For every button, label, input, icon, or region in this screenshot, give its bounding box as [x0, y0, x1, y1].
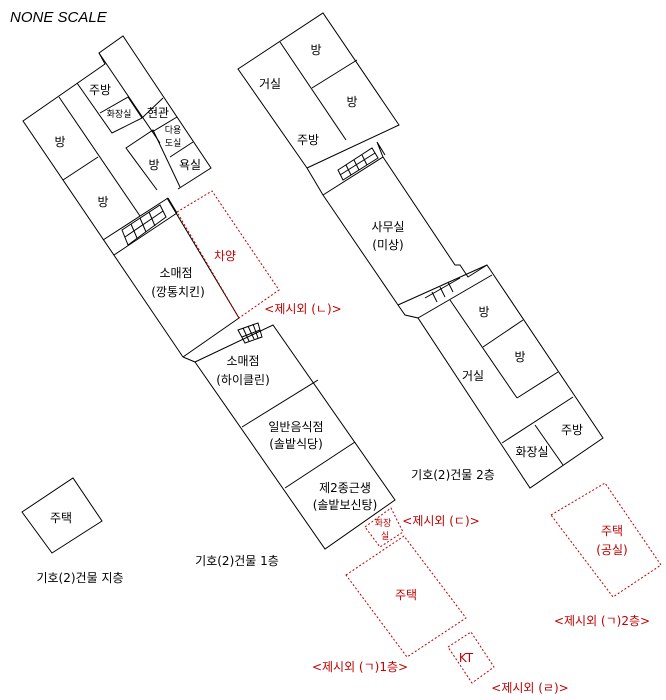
building-1f-walls: [22, 35, 396, 550]
label-office-name: (미상): [372, 238, 403, 252]
excluded-g2-house: [550, 482, 662, 598]
label-room: 방: [514, 350, 525, 364]
label-store-name: (하이클린): [216, 373, 270, 387]
label-excluded-n: <제시외 (ㄴ)>: [264, 302, 341, 316]
basement-house: [21, 477, 103, 554]
caption-1f: 기호(2)건물 1층: [195, 554, 279, 568]
label-toilet: 화장실: [515, 445, 548, 459]
label-excluded-toilet-2: 실: [381, 531, 389, 542]
label-kt: KT: [459, 651, 474, 665]
scale-note: NONE SCALE: [10, 9, 108, 26]
label-living: 거실: [462, 369, 484, 383]
label-awning: 차양: [214, 249, 236, 263]
label-utility-2: 도실: [165, 138, 182, 149]
excluded-d-toilet: [364, 507, 404, 548]
label-excluded-house: 주택: [601, 524, 623, 538]
excluded-kt: [447, 631, 495, 684]
label-excluded-d: <제시외 (ㄷ)>: [402, 514, 479, 528]
caption-2f: 기호(2)건물 2층: [411, 468, 495, 482]
label-restaurant-name: (솔밭식당): [269, 437, 323, 451]
label-living: 거실: [259, 77, 281, 91]
label-kitchen: 주방: [89, 83, 111, 97]
label-store-name: (깡통치킨): [151, 285, 205, 299]
label-kitchen: 주방: [561, 423, 583, 437]
label-room: 방: [97, 195, 108, 209]
stairs: [121, 204, 167, 246]
label-room: 방: [310, 43, 321, 57]
stairs-2: [237, 322, 263, 344]
label-entrance: 현관: [147, 106, 169, 120]
label-room: 방: [478, 305, 489, 319]
label-kitchen: 주방: [297, 133, 319, 147]
awning-outline: [176, 190, 280, 319]
label-excluded-house: 주택: [395, 588, 417, 602]
building-2f-walls: [237, 12, 604, 489]
label-excluded-status: (공실): [596, 543, 627, 557]
label-bath: 욕실: [179, 158, 201, 172]
label-excluded-r: <제시외 (ㄹ)>: [491, 681, 568, 695]
label-office: 사무실: [371, 220, 404, 234]
label-restaurant: 일반음식점: [268, 420, 323, 434]
label-excluded-toilet-1: 화장: [375, 518, 392, 529]
label-store: 소매점: [226, 354, 259, 368]
label-room: 방: [148, 158, 159, 172]
label-toilet: 화장실: [107, 109, 132, 120]
label-excluded-g2: <제시외 (ㄱ)2층>: [554, 614, 650, 628]
label-room: 방: [54, 135, 65, 149]
label-store: 소매점: [159, 266, 192, 280]
excluded-g1-house: [345, 535, 467, 658]
label-room: 방: [346, 95, 357, 109]
label-neighborhood: 제2종근생: [319, 481, 371, 495]
caption-basement: 기호(2)건물 지층: [36, 571, 123, 585]
label-neighborhood-name: (솔밭보신탕): [313, 498, 378, 512]
label-excluded-g1: <제시외 (ㄱ)1층>: [312, 660, 408, 674]
label-house: 주택: [50, 511, 72, 525]
label-utility-1: 다용: [165, 125, 182, 136]
